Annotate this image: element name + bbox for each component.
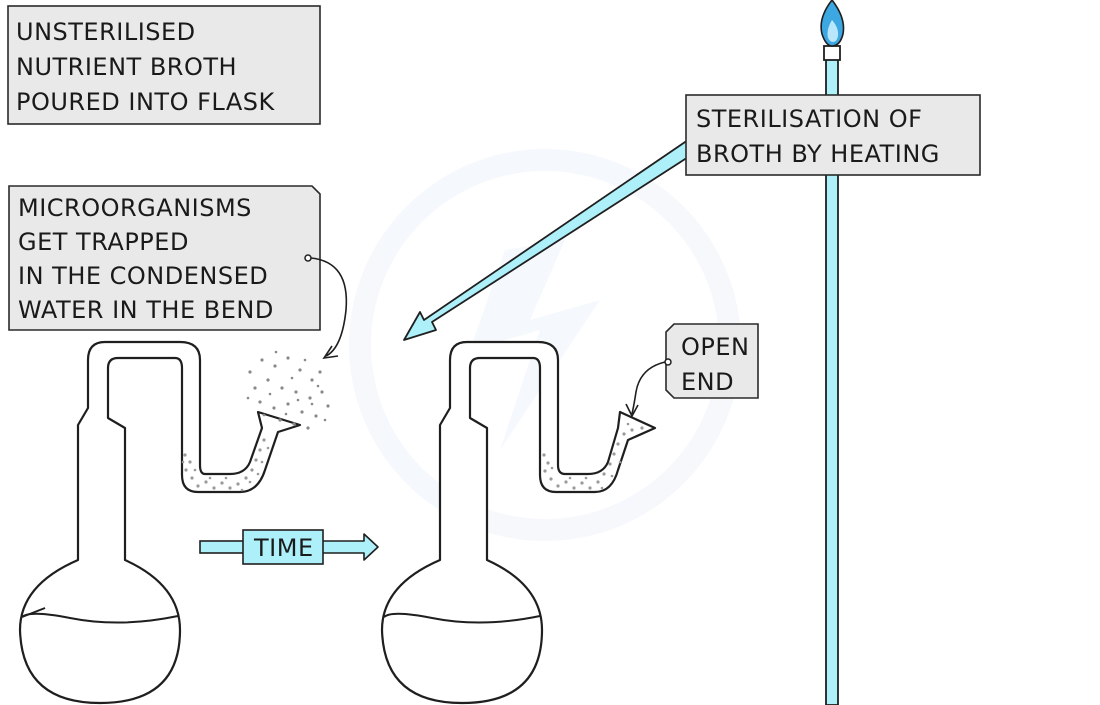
open-end-line-2: END [681, 368, 734, 396]
microorganisms-pointer [304, 254, 348, 360]
heating-rod [823, 45, 841, 705]
unsterilised-label: UNSTERILISED NUTRIENT BROTH POURED INTO … [7, 5, 321, 125]
microorganism-cloud [246, 350, 330, 430]
microorganisms-line-1: MICROORGANISMS [18, 194, 252, 222]
left-condensed-water-dots [181, 438, 270, 492]
left-flask-body [18, 340, 302, 705]
unsterilised-line-2: NUTRIENT BROTH [16, 53, 237, 81]
time-label: TIME [253, 534, 314, 562]
left-flask [18, 340, 330, 705]
sterilisation-arrow [403, 139, 697, 341]
microorganisms-line-2: GET TRAPPED [18, 228, 189, 256]
unsterilised-line-3: POURED INTO FLASK [16, 88, 275, 116]
sterilisation-label: STERILISATION OF BROTH BY HEATING [685, 94, 981, 176]
open-end-pointer [625, 358, 672, 418]
right-flask [380, 340, 657, 705]
time-arrow: TIME [199, 529, 379, 565]
microorganisms-line-4: WATER IN THE BEND [18, 296, 274, 324]
sterilisation-line-1: STERILISATION OF [696, 105, 922, 133]
right-flask-body [380, 340, 657, 705]
open-end-line-1: OPEN [681, 333, 749, 361]
unsterilised-line-1: UNSTERILISED [16, 18, 196, 46]
flame-icon [820, 0, 845, 47]
sterilisation-line-2: BROTH BY HEATING [696, 140, 940, 168]
right-condensed-water-dots [542, 422, 644, 490]
microorganisms-line-3: IN THE CONDENSED [18, 262, 268, 290]
microorganisms-label: MICROORGANISMS GET TRAPPED IN THE CONDEN… [8, 185, 321, 331]
open-end-label: OPEN END [665, 323, 759, 399]
